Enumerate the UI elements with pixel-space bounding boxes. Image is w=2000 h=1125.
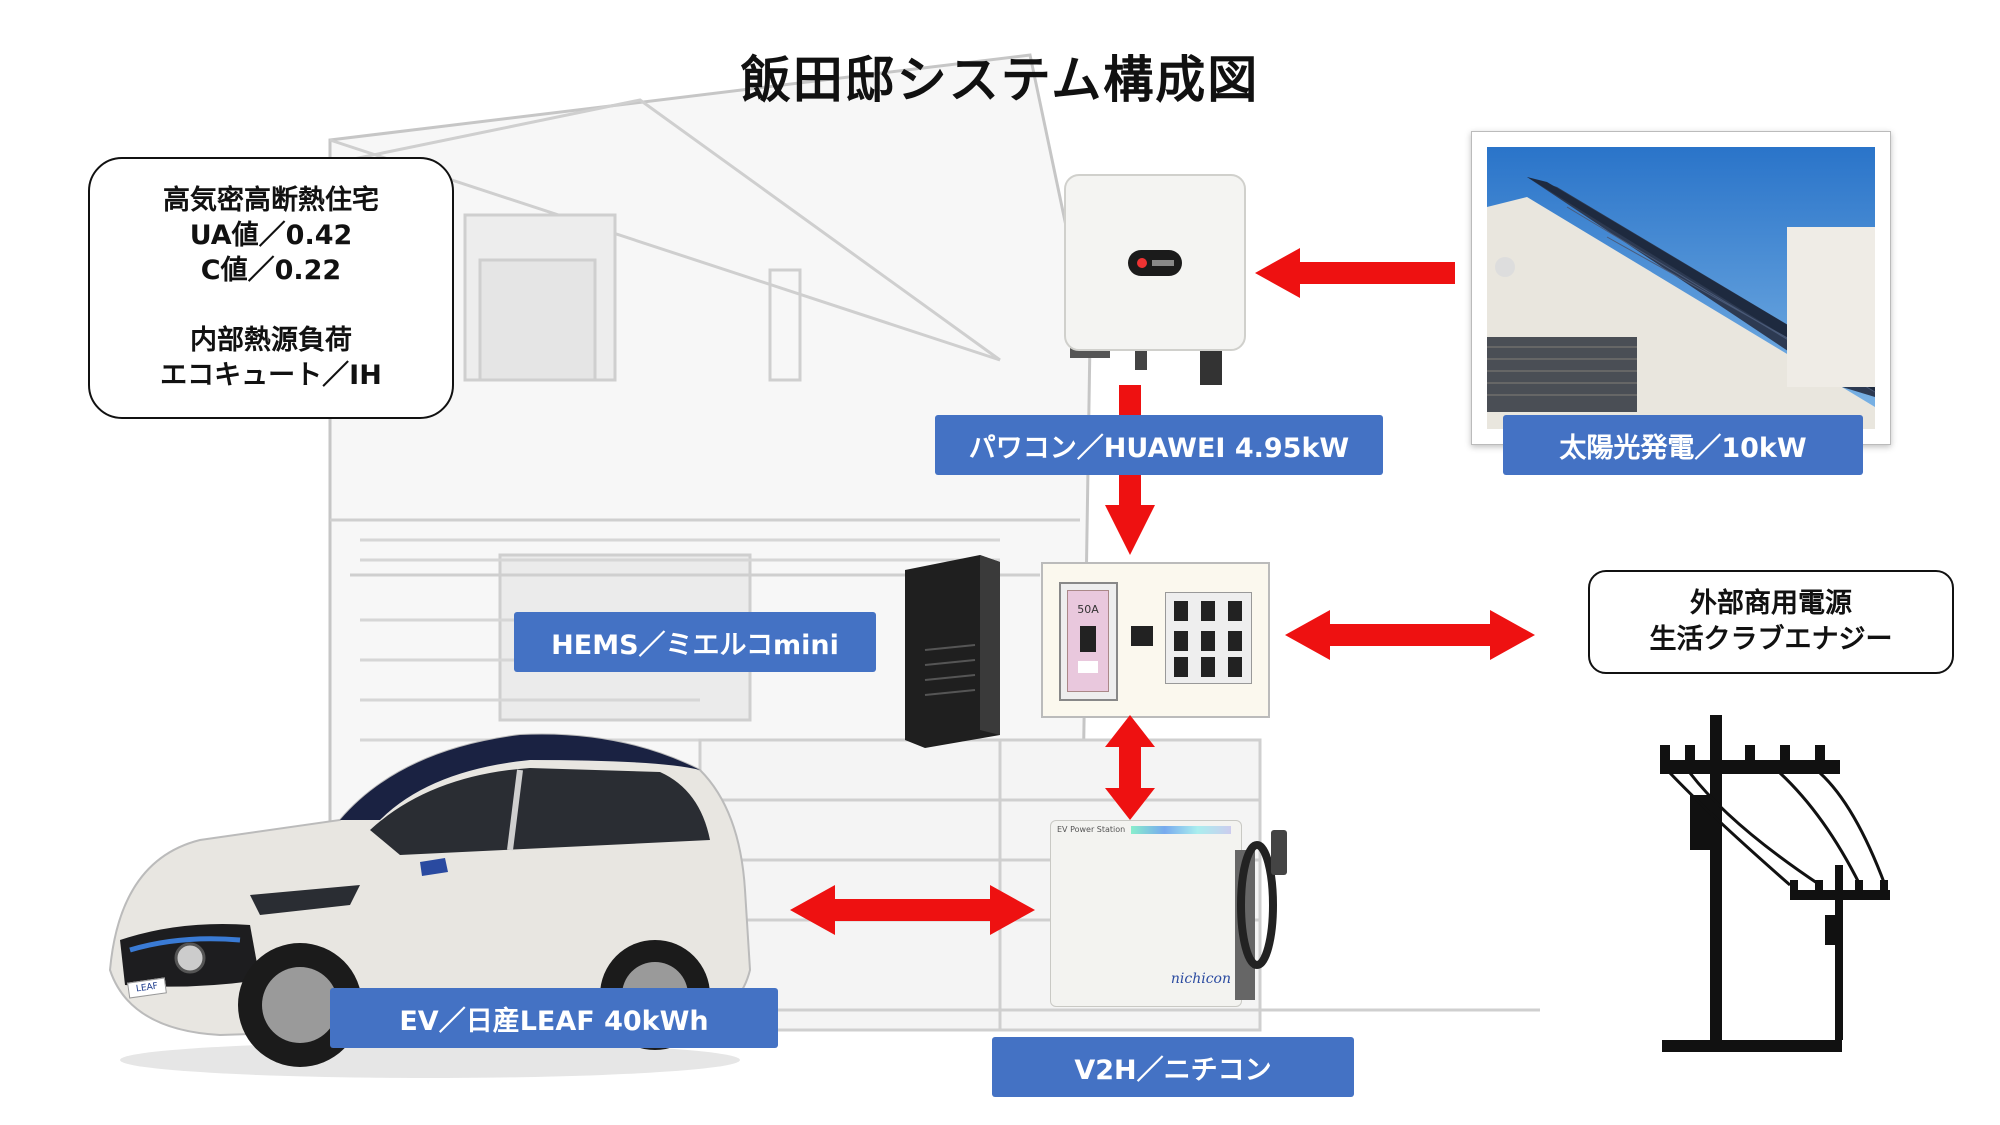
house-spec-box: 高気密高断熱住宅 UA値／0.42 C値／0.22 内部熱源負荷 エコキュート／…	[88, 157, 454, 419]
arrow-board-grid-bidirectional	[1285, 610, 1535, 660]
breaker-switch	[1080, 626, 1096, 652]
house-spec-line: 内部熱源負荷	[190, 323, 352, 358]
label-v2h: V2H／ニチコン	[992, 1037, 1354, 1097]
v2h-model-text: EV Power Station	[1057, 825, 1125, 834]
breaker-rating: 50A	[1068, 603, 1108, 616]
circuit-breaker	[1201, 601, 1215, 621]
v2h-color-strip	[1131, 826, 1231, 834]
circuit-breaker-panel	[1165, 592, 1252, 684]
power-conditioner-image	[1060, 170, 1250, 400]
arrow-board-v2h-bidirectional	[1105, 715, 1155, 820]
solar-roof-image	[1487, 147, 1875, 429]
hems-monitor-image	[900, 550, 1005, 750]
v2h-brand: nichicon	[1111, 971, 1231, 987]
house-spec-line: 高気密高断熱住宅	[163, 183, 379, 218]
v2h-charging-cable-image	[1235, 830, 1295, 1000]
circuit-breaker	[1174, 601, 1188, 621]
circuit-breaker	[1228, 631, 1242, 651]
house-spec-line: エコキュート／IH	[160, 358, 382, 393]
main-breaker-face: 50A	[1067, 590, 1109, 692]
arrow-v2h-ev-bidirectional	[790, 885, 1035, 935]
circuit-breaker	[1174, 657, 1188, 677]
v2h-unit: EV Power Station nichicon	[1050, 820, 1242, 1007]
label-ev: EV／日産LEAF 40kWh	[330, 988, 778, 1048]
breaker-label	[1078, 661, 1098, 673]
arrow-solar-to-inverter	[1255, 248, 1455, 298]
label-solar: 太陽光発電／10kW	[1503, 415, 1863, 475]
distribution-board: 50A	[1041, 562, 1270, 718]
grid-info-line: 外部商用電源	[1690, 586, 1852, 622]
house-spec-line: C値／0.22	[201, 253, 341, 288]
circuit-breaker	[1201, 657, 1215, 677]
circuit-breaker	[1174, 631, 1188, 651]
label-hems: HEMS／ミエルコmini	[514, 612, 876, 672]
page-title: 飯田邸システム構成図	[0, 40, 2000, 112]
external-grid-box: 外部商用電源 生活クラブエナジー	[1588, 570, 1954, 674]
circuit-breaker	[1201, 631, 1215, 651]
house-spec-line: UA値／0.42	[190, 218, 353, 253]
circuit-breaker	[1228, 601, 1242, 621]
solar-roof-photo	[1471, 131, 1891, 445]
label-power-conditioner: パワコン／HUAWEI 4.95kW	[935, 415, 1383, 475]
grid-info-line: 生活クラブエナジー	[1650, 622, 1893, 658]
sub-switch	[1131, 626, 1153, 646]
main-breaker: 50A	[1059, 582, 1118, 701]
utility-pole-icon	[1650, 715, 1910, 1055]
circuit-breaker	[1228, 657, 1242, 677]
